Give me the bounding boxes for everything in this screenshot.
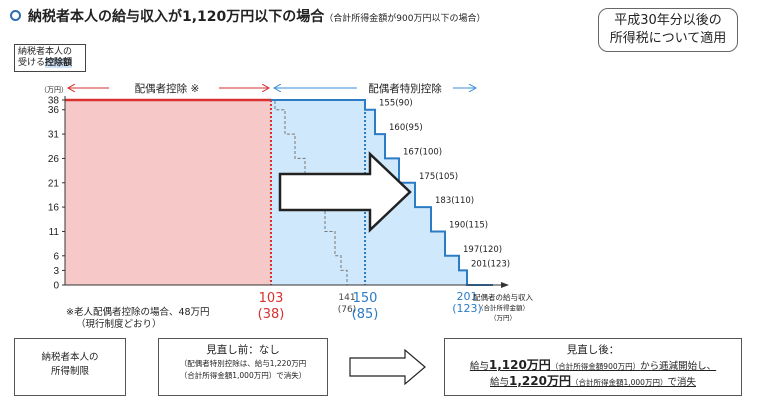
income-limit-label-box: 納税者本人の 所得制限 (14, 338, 126, 396)
title-bullet-icon (10, 10, 21, 21)
x-marker-paren: (123) (452, 302, 482, 315)
y-tick-label: 36 (48, 105, 60, 116)
after-title: 見直し後： (566, 344, 620, 356)
y-unit-label: （万円） (40, 86, 68, 94)
step-label: 201(123) (471, 259, 510, 269)
x-marker-paren: (85) (352, 307, 379, 322)
y-tick-label: 26 (48, 154, 60, 165)
x-marker-value: 150 (353, 291, 378, 306)
before-revision-box: 見直し前：なし （配偶者特別控除は、給与1,220万円 （合計所得金額1,000… (158, 338, 328, 396)
step-label: 155(90) (379, 99, 413, 109)
y-tick-label: 11 (49, 227, 60, 238)
x-axis-subtitle: （合計所得金額） (477, 303, 529, 312)
shift-arrow-icon (278, 151, 412, 233)
x-marker-value: 201 (457, 290, 478, 303)
page-title: 納税者本人の給与収入が1,120万円以下の場合（合計所得金額が900万円以下の場… (28, 9, 486, 25)
x-marker-value: 103 (259, 291, 284, 306)
y-tick-label: 3 (53, 266, 59, 277)
x-unit-label: （万円） (490, 314, 516, 322)
y-tick-label: 21 (48, 178, 60, 189)
y-tick-label: 38 (48, 96, 60, 107)
y-tick-label: 0 (53, 281, 59, 292)
step-label: 183(110) (435, 196, 474, 206)
revision-arrow-icon (349, 348, 426, 386)
x-marker-paren: (38) (258, 307, 285, 322)
spousal-deduction-area (65, 100, 271, 285)
y-axis-title: 納税者本人の 受ける控除額 (14, 44, 86, 72)
y-tick-label: 6 (53, 251, 59, 262)
applicability-box: 平成30年分以後の 所得税について適用 (598, 8, 738, 52)
step-label: 175(105) (419, 172, 458, 182)
label-bg (357, 80, 453, 94)
applicability-line-1: 平成30年分以後の (614, 13, 722, 28)
x-axis-arrow-icon (501, 282, 509, 288)
spousal-deduction-label: 配偶者控除 ※ (135, 82, 200, 95)
step-label: 197(120) (463, 245, 502, 255)
x-marker-value: 141 (338, 293, 355, 303)
x-axis-title: 配偶者の給与収入 (473, 292, 533, 302)
special-deduction-label: 配偶者特別控除 (368, 82, 442, 95)
step-label: 167(100) (403, 147, 442, 157)
x-marker-paren: (76) (338, 305, 356, 315)
applicability-line-2: 所得税について適用 (609, 31, 727, 46)
y-tick-label: 31 (48, 130, 60, 141)
elderly-spouse-note: ※老人配偶者控除の場合、48万円 （現行制度どおり） (66, 307, 210, 330)
step-label: 160(95) (389, 123, 423, 133)
y-tick-label: 16 (48, 203, 60, 214)
label-bg (109, 80, 219, 94)
step-label: 190(115) (449, 220, 488, 230)
page-subtitle: （合計所得金額が900万円以下の場合） (324, 14, 486, 24)
after-revision-box: 見直し後： 給与1,120万円（合計所得金額900万円）から逓減開始し、 給与1… (444, 338, 742, 396)
before-title: 見直し前：なし (206, 344, 280, 356)
new-schedule-line (271, 99, 493, 286)
